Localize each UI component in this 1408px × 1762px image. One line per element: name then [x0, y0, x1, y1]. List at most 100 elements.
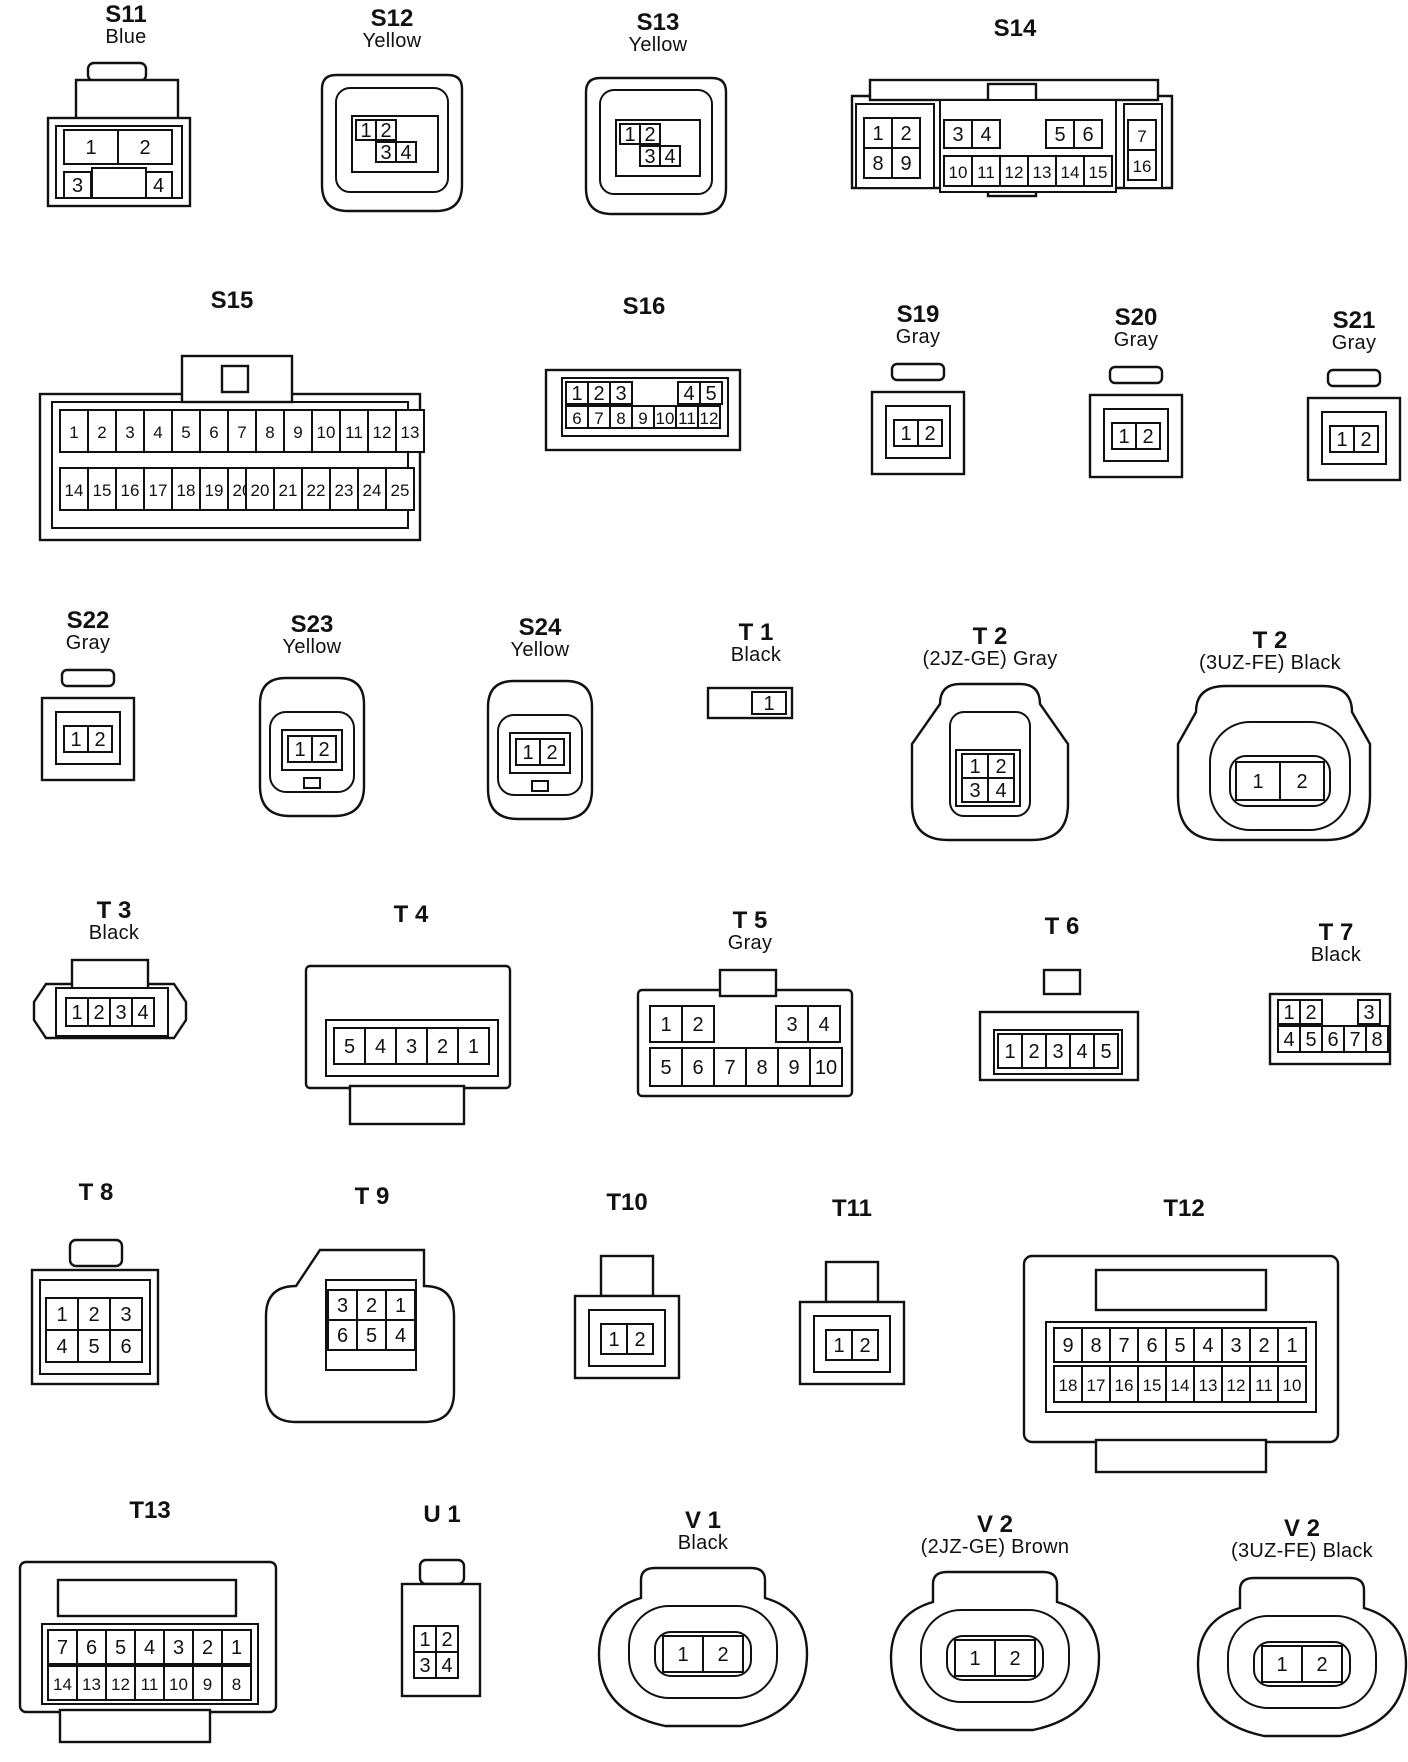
- pin-number: 10: [656, 409, 675, 428]
- pin-number: 6: [337, 1325, 348, 1347]
- pin-number: 8: [872, 153, 883, 175]
- pin-cell: [163, 1629, 194, 1665]
- connector-color: (3UZ-FE) Black: [1231, 1540, 1373, 1563]
- pin-number: 4: [683, 383, 694, 405]
- pin-number: 3: [615, 383, 626, 405]
- pin-cell: [1083, 155, 1113, 187]
- connector-code: T 9: [354, 1183, 390, 1210]
- pin-cell: [192, 1665, 223, 1701]
- pin-number: 11: [345, 423, 363, 442]
- pin-cell: [702, 1635, 744, 1673]
- pin-cell: [515, 738, 541, 766]
- connector-color: Black: [730, 644, 782, 667]
- connector-code: T 3: [96, 897, 132, 924]
- pin-number: 1: [660, 1014, 671, 1036]
- pin-number: 18: [1059, 1376, 1078, 1395]
- connector-code: T11: [831, 1195, 873, 1222]
- pin-number: 9: [203, 1675, 212, 1694]
- connector-code: T13: [129, 1497, 171, 1524]
- pin-cell: [105, 1629, 136, 1665]
- pin-number: 11: [1255, 1376, 1273, 1395]
- pin-cell: [221, 1665, 252, 1701]
- pin-number: 1: [1276, 1654, 1287, 1676]
- pin-number: 3: [1052, 1041, 1063, 1063]
- pin-number: 2: [1142, 426, 1153, 448]
- pin-cell: [1137, 1365, 1167, 1403]
- pin-number: 4: [144, 1637, 155, 1659]
- connector-code: V 2: [976, 1511, 1014, 1538]
- connector-code: U 1: [423, 1501, 461, 1528]
- connector-color: Yellow: [510, 639, 570, 662]
- connector-code: S14: [993, 15, 1037, 42]
- pin-number: 2: [380, 120, 391, 142]
- pin-cell: [227, 409, 257, 453]
- pin-cell: [311, 735, 337, 763]
- pin-cell: [144, 171, 173, 199]
- pin-number: 17: [149, 481, 168, 500]
- pin-cell: [1053, 1327, 1083, 1363]
- connector-0-pins: 3: [63, 171, 92, 199]
- connector-header: S16: [524, 294, 764, 319]
- pin-number: 1: [1336, 429, 1347, 451]
- connector-header: T 2(2JZ-GE) Gray: [870, 624, 1110, 670]
- pin-number: 6: [86, 1637, 97, 1659]
- pin-cell: [809, 1047, 843, 1087]
- pin-cell: [851, 1329, 879, 1361]
- pin-number: 2: [139, 137, 150, 159]
- pin-number: 2: [318, 739, 329, 761]
- pin-number: 9: [293, 423, 302, 442]
- pin-number: 4: [1076, 1041, 1087, 1063]
- connector-code: S13: [636, 9, 680, 36]
- connector-code: T 6: [1044, 913, 1080, 940]
- pin-cell: [745, 1047, 779, 1087]
- pin-cell: [987, 777, 1015, 803]
- connector-code: V 1: [684, 1507, 722, 1534]
- pin-cell: [221, 1629, 252, 1665]
- pin-number: 2: [924, 423, 935, 445]
- connector-header: T 2(3UZ-FE) Black: [1150, 628, 1390, 674]
- pin-number: 10: [169, 1675, 188, 1694]
- pin-number: 7: [594, 409, 603, 428]
- pin-cell: [999, 155, 1029, 187]
- pin-number: 1: [1286, 1335, 1297, 1357]
- pin-number: 3: [125, 423, 134, 442]
- pin-cell: [697, 405, 721, 429]
- pin-number: 2: [546, 742, 557, 764]
- pin-cell: [1165, 1365, 1195, 1403]
- pin-cell: [1137, 1327, 1167, 1363]
- pin-number: 7: [724, 1057, 735, 1079]
- pin-number: 1: [900, 423, 911, 445]
- connector-code: T 5: [732, 907, 768, 934]
- pin-cell: [45, 1329, 79, 1363]
- pin-cell: [134, 1665, 165, 1701]
- pin-number: 1: [522, 742, 533, 764]
- pin-number: 5: [660, 1057, 671, 1079]
- pin-number: 2: [88, 1304, 99, 1326]
- pin-number: 13: [82, 1675, 101, 1694]
- pin-number: 6: [572, 409, 581, 428]
- pin-number: 3: [786, 1014, 797, 1036]
- pin-number: 14: [1061, 163, 1080, 182]
- connector-code: T10: [606, 1189, 648, 1216]
- pin-number: 1: [763, 693, 774, 715]
- pin-number: 15: [1143, 1376, 1162, 1395]
- pin-cell: [435, 1651, 459, 1679]
- pin-number: 6: [1146, 1335, 1157, 1357]
- connector-code: S12: [370, 5, 414, 32]
- connector-code: S20: [1114, 304, 1158, 331]
- pin-number: 2: [97, 423, 106, 442]
- pin-number: 2: [93, 1002, 104, 1024]
- pin-number: 7: [57, 1637, 68, 1659]
- pin-cell: [1353, 425, 1379, 453]
